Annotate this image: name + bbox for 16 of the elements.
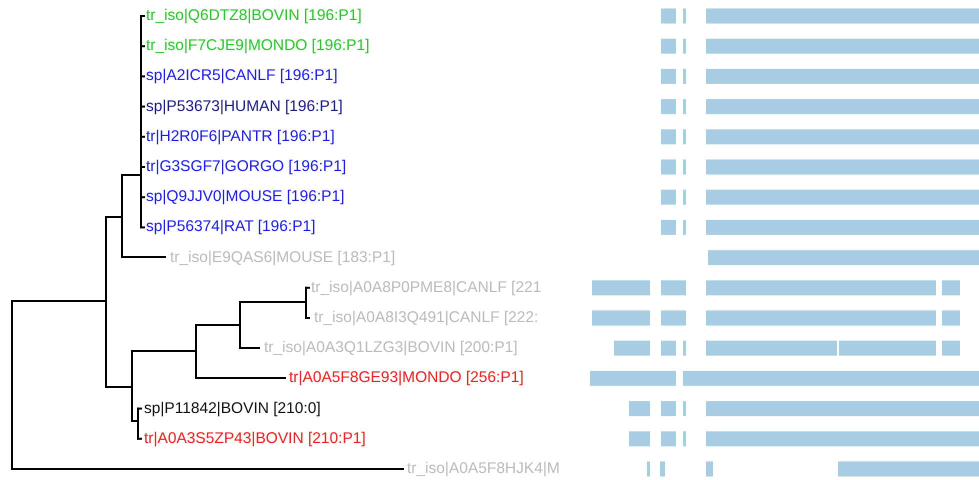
sequence-label: tr|H2R0F6|PANTR [196:P1]	[146, 128, 335, 146]
sequence-label: tr_iso|A0A8I3Q491|CANLF [222:	[314, 309, 538, 327]
sequence-label: tr|A0A5F8GE93|MONDO [256:P1]	[289, 369, 524, 388]
sequence-label: tr_iso|A0A5F8HJK4|M	[407, 460, 560, 478]
sequence-label: tr|A0A3S5ZP43|BOVIN [210:P1]	[144, 430, 366, 448]
sequence-label: sp|P53673|HUMAN [196:P1]	[146, 98, 343, 116]
sequence-label: tr_iso|F7CJE9|MONDO [196:P1]	[146, 37, 370, 56]
sequence-label: tr_iso|E9QAS6|MOUSE [183:P1]	[170, 248, 396, 267]
sequence-label: sp|P11842|BOVIN [210:0]	[144, 400, 321, 418]
sequence-label: tr_iso|Q6DTZ8|BOVIN [196:P1]	[146, 7, 362, 25]
sequence-label: tr_iso|A0A3Q1LZG3|BOVIN [200:P1]	[264, 339, 518, 358]
sequence-label: tr|G3SGF7|GORGO [196:P1]	[146, 158, 346, 176]
sequence-label: sp|P56374|RAT [196:P1]	[146, 218, 316, 236]
sequence-label: sp|A2ICR5|CANLF [196:P1]	[146, 67, 338, 86]
sequence-label: tr_iso|A0A8P0PME8|CANLF [221	[311, 278, 542, 297]
sequence-label: sp|Q9JJV0|MOUSE [196:P1]	[146, 188, 344, 206]
